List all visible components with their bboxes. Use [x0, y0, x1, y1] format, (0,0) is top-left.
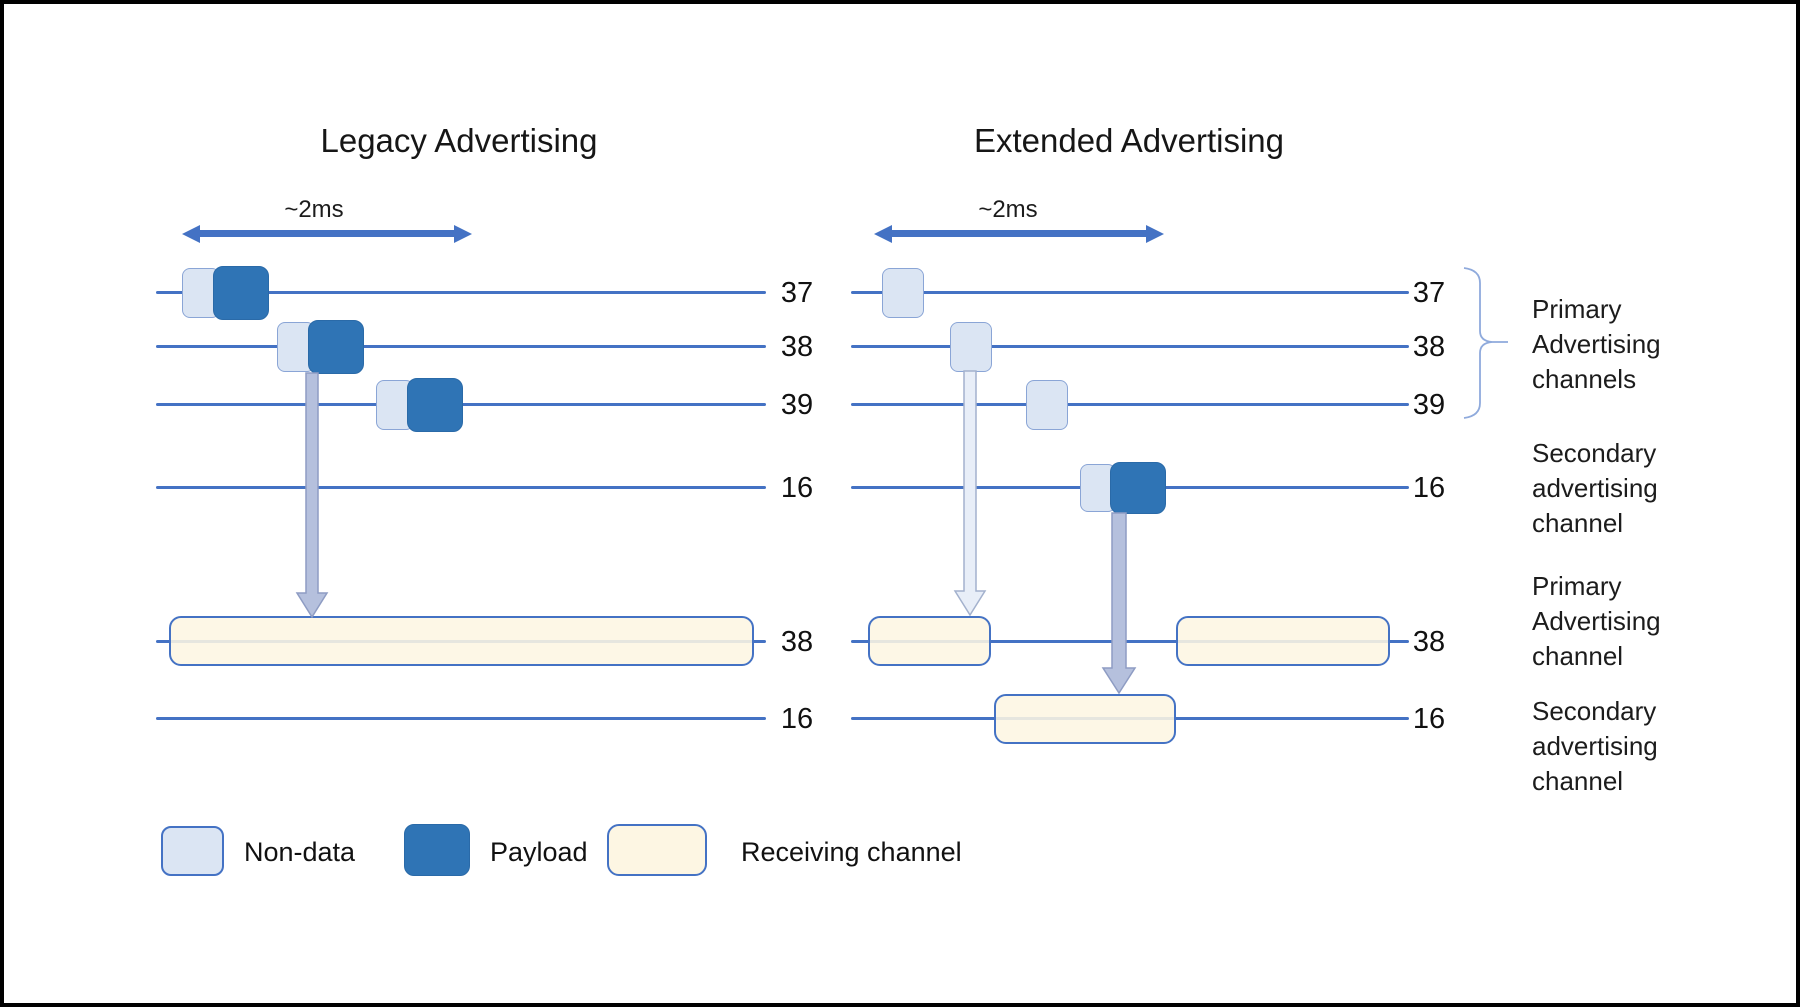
legacy-label-recv-38: 38	[780, 626, 814, 658]
legend-receiving-label: Receiving channel	[741, 837, 962, 867]
arrow-right-head-icon	[454, 225, 472, 243]
extended-line-39	[851, 403, 1409, 406]
legend-payload-label: Payload	[490, 837, 588, 867]
legend-payload-swatch	[404, 824, 470, 876]
legend-nondata-label: Non-data	[244, 837, 356, 867]
extended-label-16: 16	[1412, 472, 1446, 504]
extended-receiving-box-16	[994, 694, 1176, 744]
legacy-label-38: 38	[780, 331, 814, 363]
arrow-bar	[196, 230, 458, 237]
legacy-label-16: 16	[780, 472, 814, 504]
extended-label-39: 39	[1412, 389, 1446, 421]
arrow-left-head-icon	[874, 225, 892, 243]
extended-down-arrow-38-icon	[953, 370, 987, 616]
annotation-primary-advertising-channels: Primary Advertising channels	[1532, 294, 1661, 394]
legend-nondata-swatch	[161, 826, 224, 876]
extended-ch16-payload-box	[1110, 462, 1166, 514]
legacy-ch37-payload-box	[213, 266, 269, 320]
extended-title: Extended Advertising	[973, 122, 1285, 159]
legacy-ch39-payload-box	[407, 378, 463, 432]
legacy-down-arrow-icon	[295, 372, 329, 618]
annotation-primary-advertising-channel: Primary Advertising channel	[1532, 571, 1661, 671]
arrow-bar	[888, 230, 1150, 237]
extended-label-recv-16: 16	[1412, 703, 1446, 735]
legend-receiving-swatch	[607, 824, 707, 876]
extended-label-37: 37	[1412, 277, 1446, 309]
arrow-left-head-icon	[182, 225, 200, 243]
legacy-interval-arrow-icon	[182, 225, 472, 243]
legacy-title: Legacy Advertising	[320, 122, 598, 159]
extended-receiving-box-38-left	[868, 616, 991, 666]
extended-ch37-nondata-box	[882, 268, 924, 318]
extended-interval-arrow-icon	[874, 225, 1164, 243]
legacy-label-39: 39	[780, 389, 814, 421]
extended-line-38	[851, 345, 1409, 348]
extended-down-arrow-16-icon	[1101, 512, 1137, 694]
legacy-line-16	[156, 486, 766, 489]
extended-receiving-box-38-right	[1176, 616, 1390, 666]
legacy-interval-label: ~2ms	[284, 196, 344, 223]
legacy-receiving-box-38	[169, 616, 754, 666]
legacy-ch38-payload-box	[308, 320, 364, 374]
legacy-line-38	[156, 345, 766, 348]
extended-label-38: 38	[1412, 331, 1446, 363]
extended-ch38-nondata-box	[950, 322, 992, 372]
legacy-line-37	[156, 291, 766, 294]
extended-interval-label: ~2ms	[978, 196, 1038, 223]
arrow-right-head-icon	[1146, 225, 1164, 243]
primary-channels-brace-icon	[1463, 267, 1508, 419]
extended-label-recv-38: 38	[1412, 626, 1446, 658]
extended-ch39-nondata-box	[1026, 380, 1068, 430]
legacy-label-recv-16: 16	[780, 703, 814, 735]
extended-line-recv-38	[851, 640, 1409, 643]
legacy-line-recv-16	[156, 717, 766, 720]
annotation-secondary-advertising-channel-bottom: Secondary advertising channel	[1532, 696, 1658, 796]
legacy-label-37: 37	[780, 277, 814, 309]
extended-line-37	[851, 291, 1409, 294]
annotation-secondary-advertising-channel-top: Secondary advertising channel	[1532, 438, 1658, 538]
